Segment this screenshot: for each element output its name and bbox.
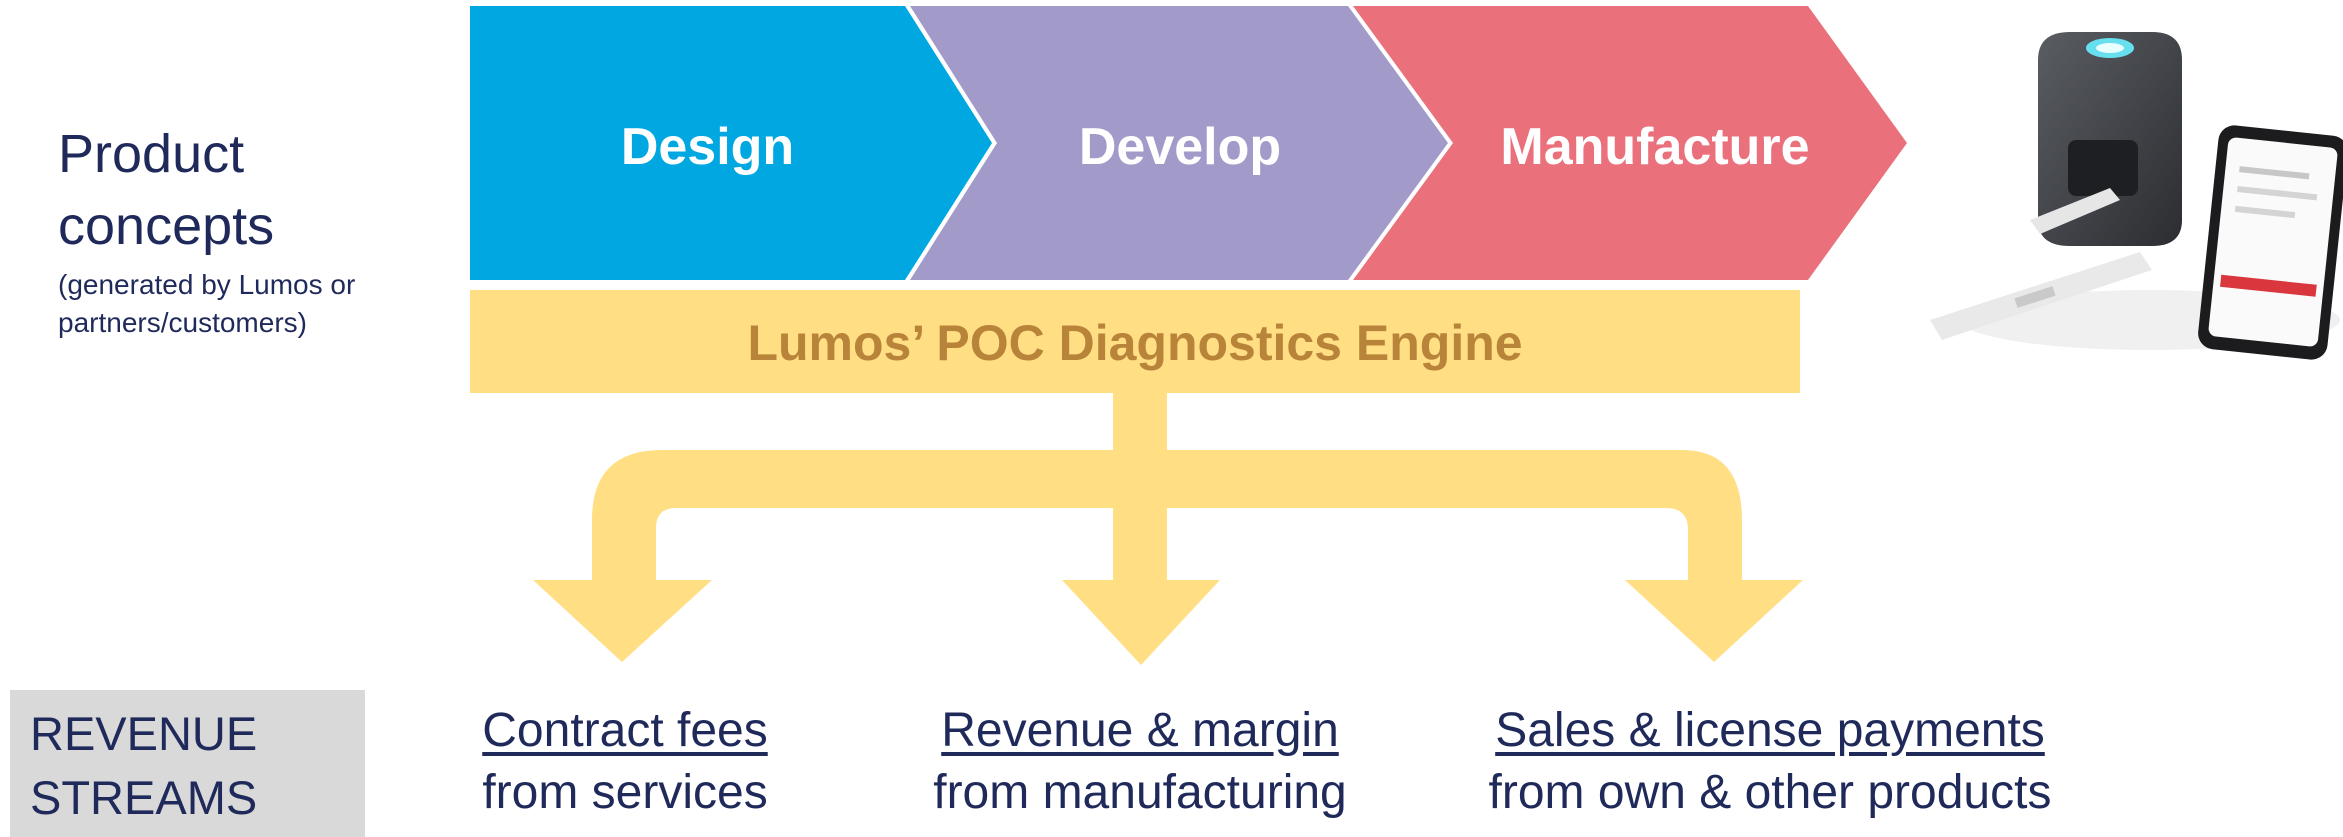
stage-chevron-manufacture: [1353, 6, 1907, 280]
stage-label-design: Design: [620, 118, 795, 176]
stage-label-develop: Develop: [1078, 118, 1282, 176]
engine-label: Lumos’ POC Diagnostics Engine: [747, 315, 1523, 371]
stream-sales-license: Sales & license payments from own & othe…: [1450, 700, 2090, 824]
stream-contract-fees: Contract fees from services: [440, 700, 810, 824]
revenue-branch-arrows: [533, 390, 1803, 665]
arrow-head-right: [1625, 580, 1803, 662]
arrow-head-center: [1062, 580, 1220, 665]
stream-detail: from manufacturing: [933, 766, 1347, 819]
stage-chevron-develop: [910, 6, 1448, 280]
diagnostic-device-image: [1930, 32, 2343, 360]
revenue-streams-label: REVENUE STREAMS: [30, 707, 258, 824]
product-concepts-subtitle: (generated by Lumos or partners/customer…: [58, 269, 356, 338]
product-concepts-title: Product concepts: [58, 124, 275, 256]
stage-label-manufacture: Manufacture: [1500, 118, 1810, 176]
stream-title: Sales & license payments: [1495, 704, 2045, 757]
stream-title: Contract fees: [482, 704, 768, 757]
engine-bar: [470, 290, 1800, 393]
product-concepts: Product concepts (generated by Lumos or …: [58, 118, 438, 342]
revenue-streams-box: REVENUE STREAMS: [10, 690, 365, 837]
stream-manufacturing: Revenue & margin from manufacturing: [900, 700, 1380, 824]
stream-title: Revenue & margin: [941, 704, 1339, 757]
stream-detail: from services: [482, 766, 768, 819]
arrow-head-left: [533, 580, 712, 662]
stage-chevron-design: [470, 6, 992, 280]
stream-detail: from own & other products: [1488, 766, 2052, 819]
